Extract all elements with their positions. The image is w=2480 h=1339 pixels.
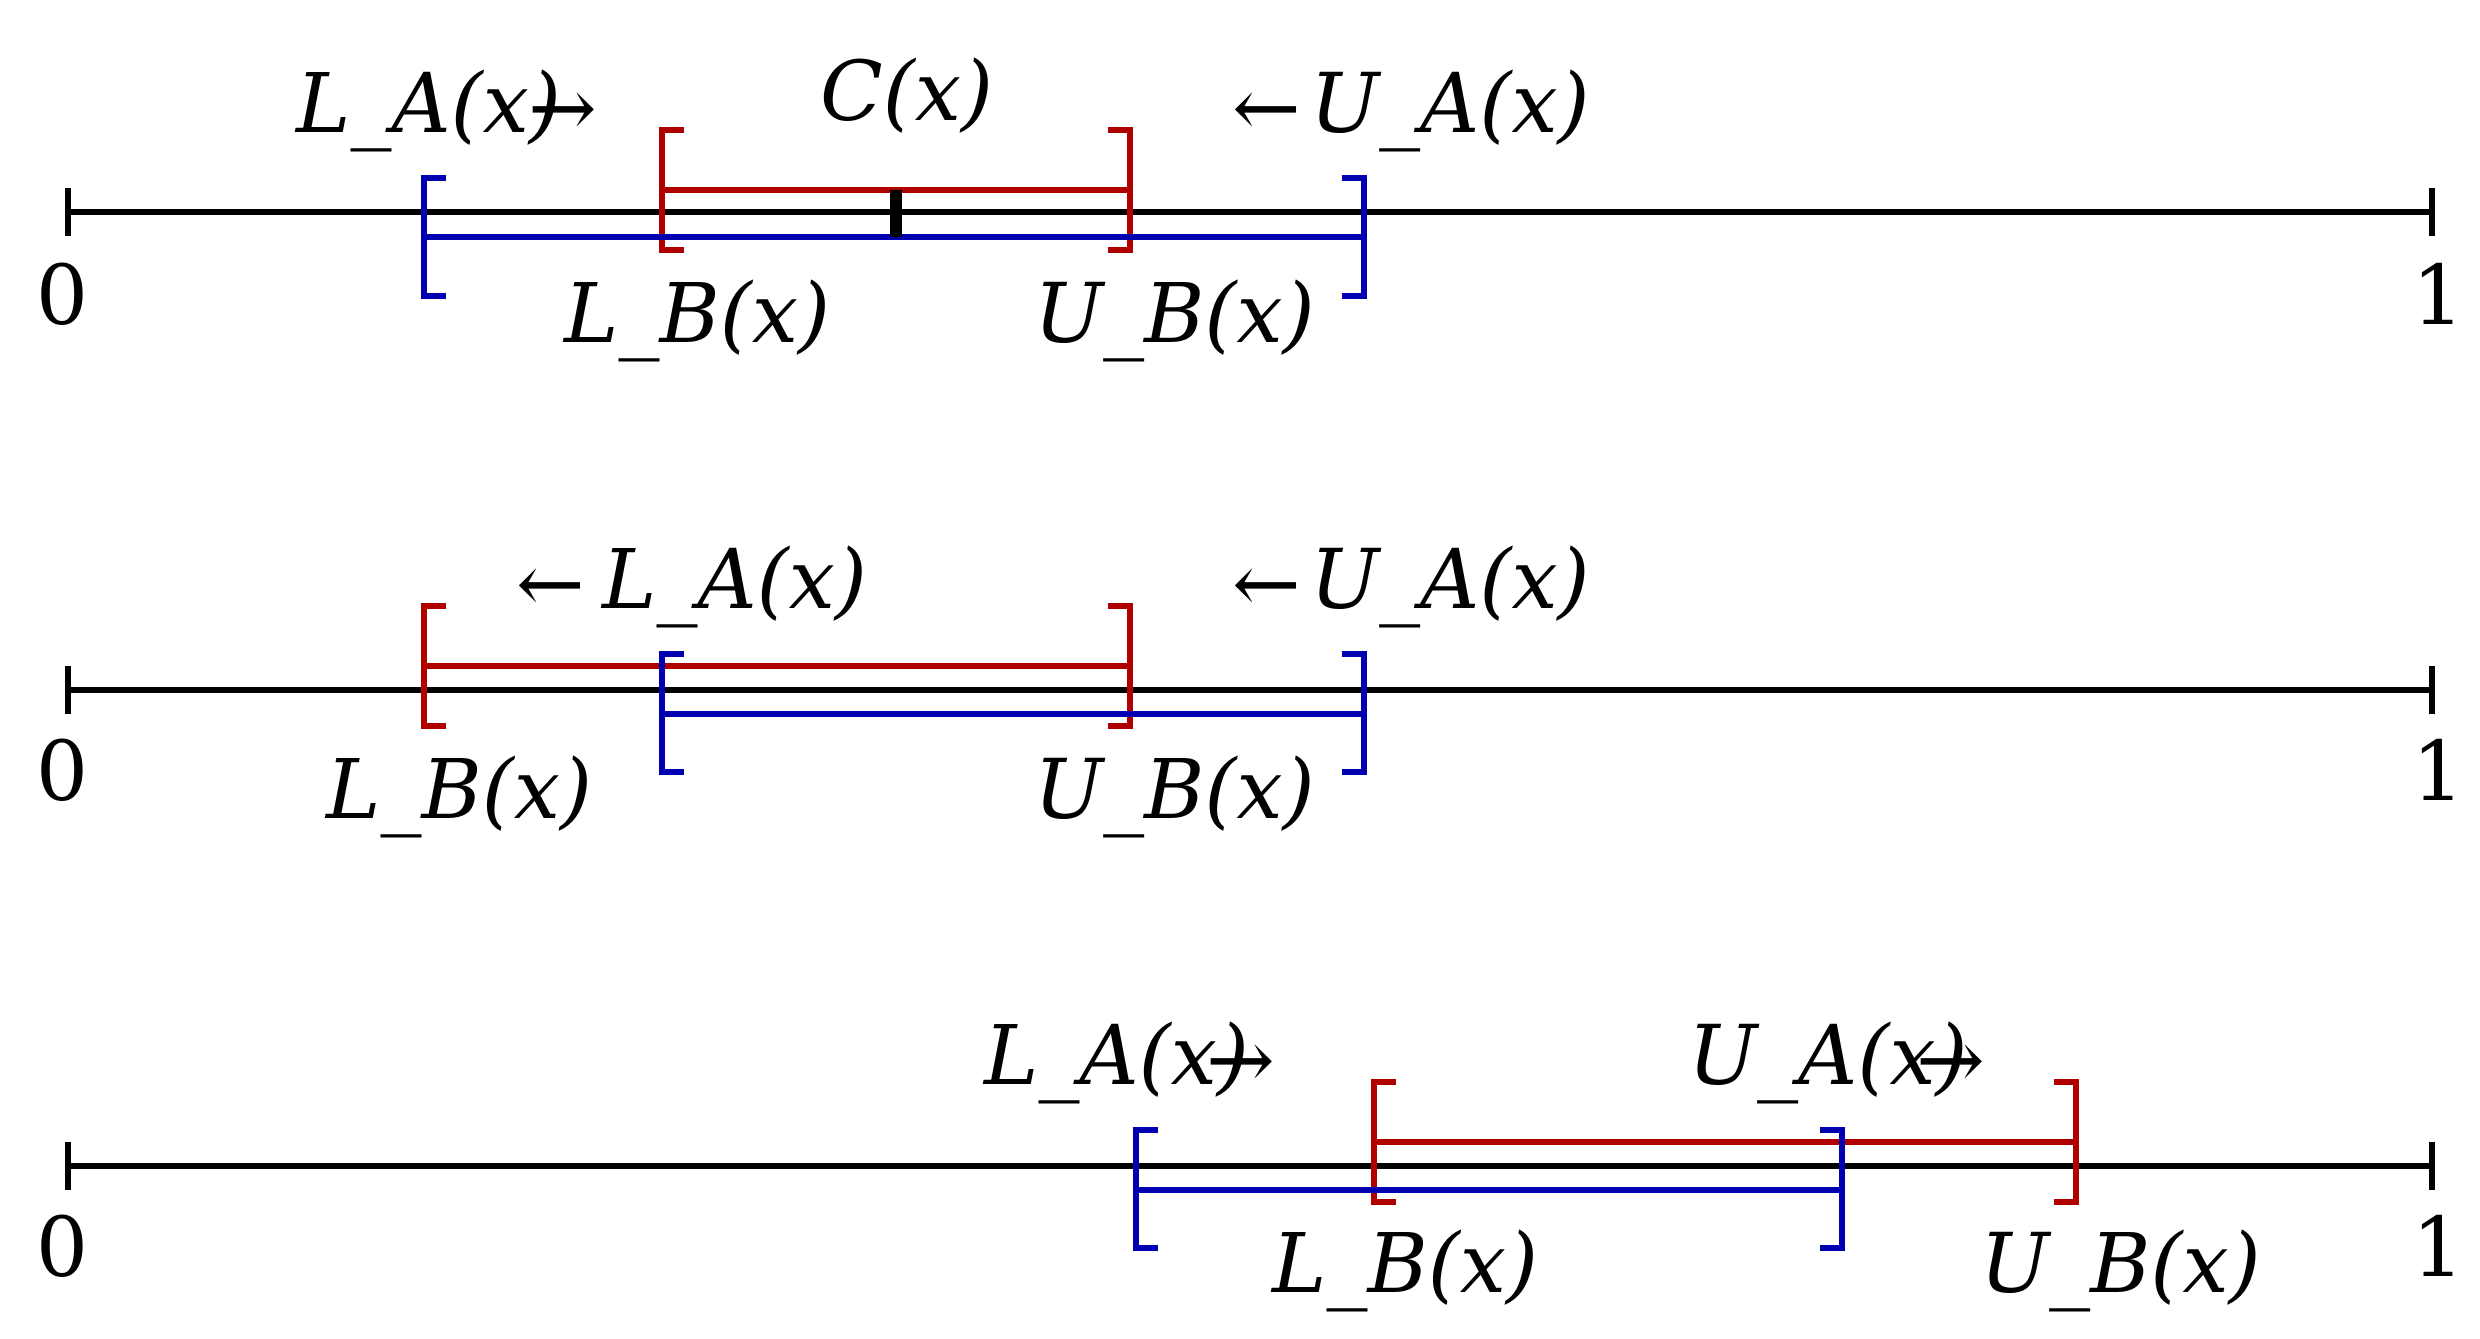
label-ua: U_A(x) [1310, 533, 1590, 628]
axis-label-zero: 0 [36, 249, 88, 344]
axis-label-one: 1 [2412, 725, 2464, 820]
label-lb: L_B(x) [1270, 1217, 1538, 1312]
label-la: L_A(x) [600, 533, 867, 628]
axis-label-zero: 0 [36, 1201, 88, 1296]
label-ua-arrow: → [1916, 1013, 1985, 1108]
axis-label-zero: 0 [36, 725, 88, 820]
panel-3: 0 1 L_A(x) → U_A(x) → L_B(x) U_B(x) [36, 1009, 2464, 1312]
label-ub: U_B(x) [1034, 743, 1315, 838]
axis-label-one: 1 [2412, 1201, 2464, 1296]
label-la: L_A(x) [982, 1009, 1249, 1104]
axis-label-one: 1 [2412, 249, 2464, 344]
label-lb: L_B(x) [324, 743, 592, 838]
interval-a [1371, 1079, 2079, 1205]
label-ua-arrow: ← [1232, 61, 1301, 156]
label-ua-arrow: ← [1232, 537, 1301, 632]
label-ub: U_B(x) [1034, 267, 1315, 362]
label-la-arrow: → [528, 61, 597, 156]
label-ua: U_A(x) [1310, 57, 1590, 152]
interval-a [421, 603, 1133, 729]
label-ua: U_A(x) [1688, 1009, 1968, 1104]
label-ub: U_B(x) [1980, 1217, 2261, 1312]
label-la-arrow: ← [516, 537, 585, 632]
panel-2: 0 1 ← L_A(x) ← U_A(x) L_B(x) U_B(x) [36, 533, 2464, 838]
label-la-arrow: → [1206, 1013, 1275, 1108]
interval-b [1133, 1127, 1845, 1251]
label-la: L_A(x) [294, 57, 561, 152]
panel-1: 0 1 L_A(x) → C(x) ← U_A(x) L_B(x) U_B(x) [36, 45, 2464, 362]
label-lb: L_B(x) [562, 267, 830, 362]
label-c: C(x) [820, 45, 993, 140]
interval-b [659, 651, 1367, 775]
